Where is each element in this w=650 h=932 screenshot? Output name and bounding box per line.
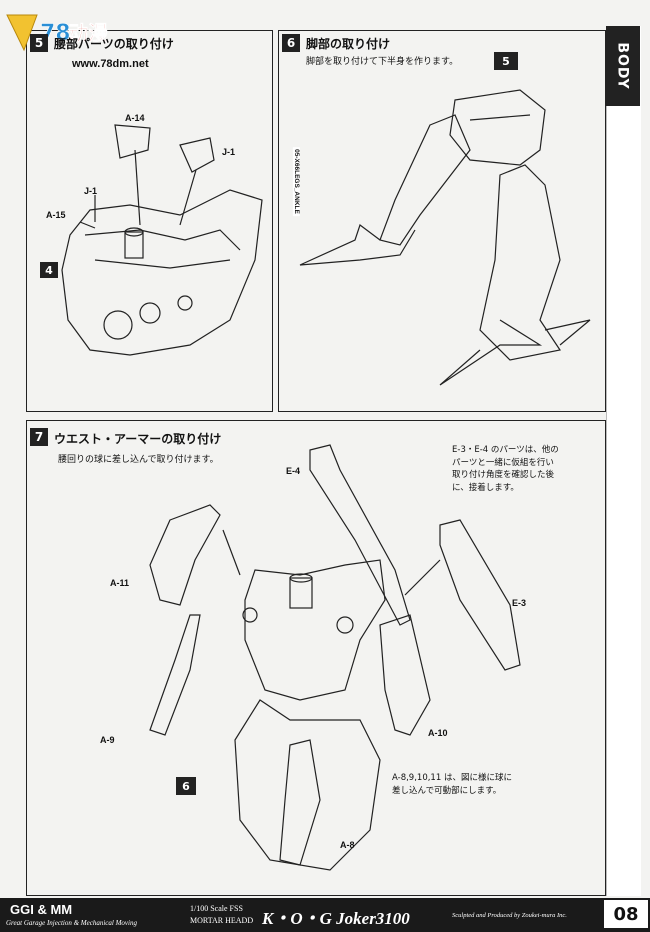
part-a14: A-14 [125,113,145,123]
footer: GGI & MM Great Garage Injection & Mechan… [0,898,650,932]
part-a15: A-15 [46,210,66,220]
part-a9: A-9 [100,735,115,745]
step6-title: 脚部の取り付け [306,37,391,51]
step5-frame [26,30,273,412]
section-tab: BODY [606,26,640,106]
part-j1-top: J-1 [222,147,236,157]
footer-brand: GGI & MM [10,902,73,917]
step6-description: 脚部を取り付けて下半身を作ります。 [306,57,459,67]
sidebar [606,26,641,896]
watermark-url: www.78dm.net [72,58,149,70]
footer-brand-sub: Great Garage Injection & Mechanical Movi… [6,919,137,927]
part-j1-left: J-1 [84,186,98,196]
footer-credit: Sculpted and Produced by Zoukei-mura Inc… [452,912,567,919]
part-a10: A-10 [428,728,448,738]
part-e3: E-3 [512,598,527,608]
svg-text:动漫: 动漫 [68,21,109,45]
step5-number: 5 [30,34,48,52]
callout-5: 5 [494,52,518,70]
part-a11: A-11 [110,578,130,588]
footer-scale-sub: MORTAR HEADD [190,916,254,925]
step6-number: 6 [282,34,300,52]
step7-title: ウエスト・アーマーの取り付け [54,432,222,446]
part-e4: E-4 [286,466,301,476]
footer-title: K・O・G Joker3100 [262,909,410,928]
note-a-parts: A-8,9,10,11 は、図に様に球に差し込んで可動部にします。 [392,773,512,796]
callout-6: 6 [176,777,196,795]
footer-scale: 1/100 Scale FSS [190,904,243,913]
step7-description: 腰回りの球に差し込んで取り付けます。 [58,455,219,465]
page-number: 08 [604,900,648,928]
step7-number: 7 [30,428,48,446]
step7-frame [26,420,606,896]
callout-4: 4 [40,262,58,278]
step5-title: 腰部パーツの取り付け [54,37,174,51]
note-e3-e4: E-3・E-4 のパーツは、他のパーツと一緒に仮組を行い取り付け角度を確認した後… [452,445,559,493]
step6-frame [278,30,606,412]
part-a8: A-8 [340,840,355,850]
vertical-label: 05-X66LEGS_ANKLE [292,147,300,216]
